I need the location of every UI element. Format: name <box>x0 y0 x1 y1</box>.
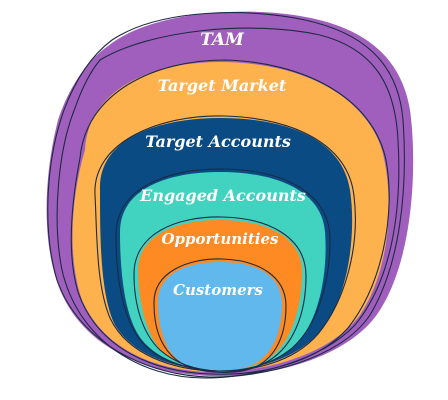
sketch-outlines <box>47 12 405 379</box>
label-customers: Customers <box>173 281 264 299</box>
sketch-line <box>153 258 287 374</box>
sketch-line <box>47 12 405 378</box>
label-target-accounts: Target Accounts <box>145 132 291 151</box>
label-opportunities: Opportunities <box>161 230 279 248</box>
label-tam: TAM <box>200 30 245 50</box>
sketch-line <box>70 59 390 375</box>
sketch-line <box>94 115 356 372</box>
sketch-line <box>115 168 331 372</box>
label-engaged-accounts: Engaged Accounts <box>139 186 306 205</box>
label-target-market: Target Market <box>158 76 287 95</box>
sketch-line <box>56 27 400 379</box>
layer-customers-shape <box>158 262 282 372</box>
sketch-line <box>133 216 307 372</box>
